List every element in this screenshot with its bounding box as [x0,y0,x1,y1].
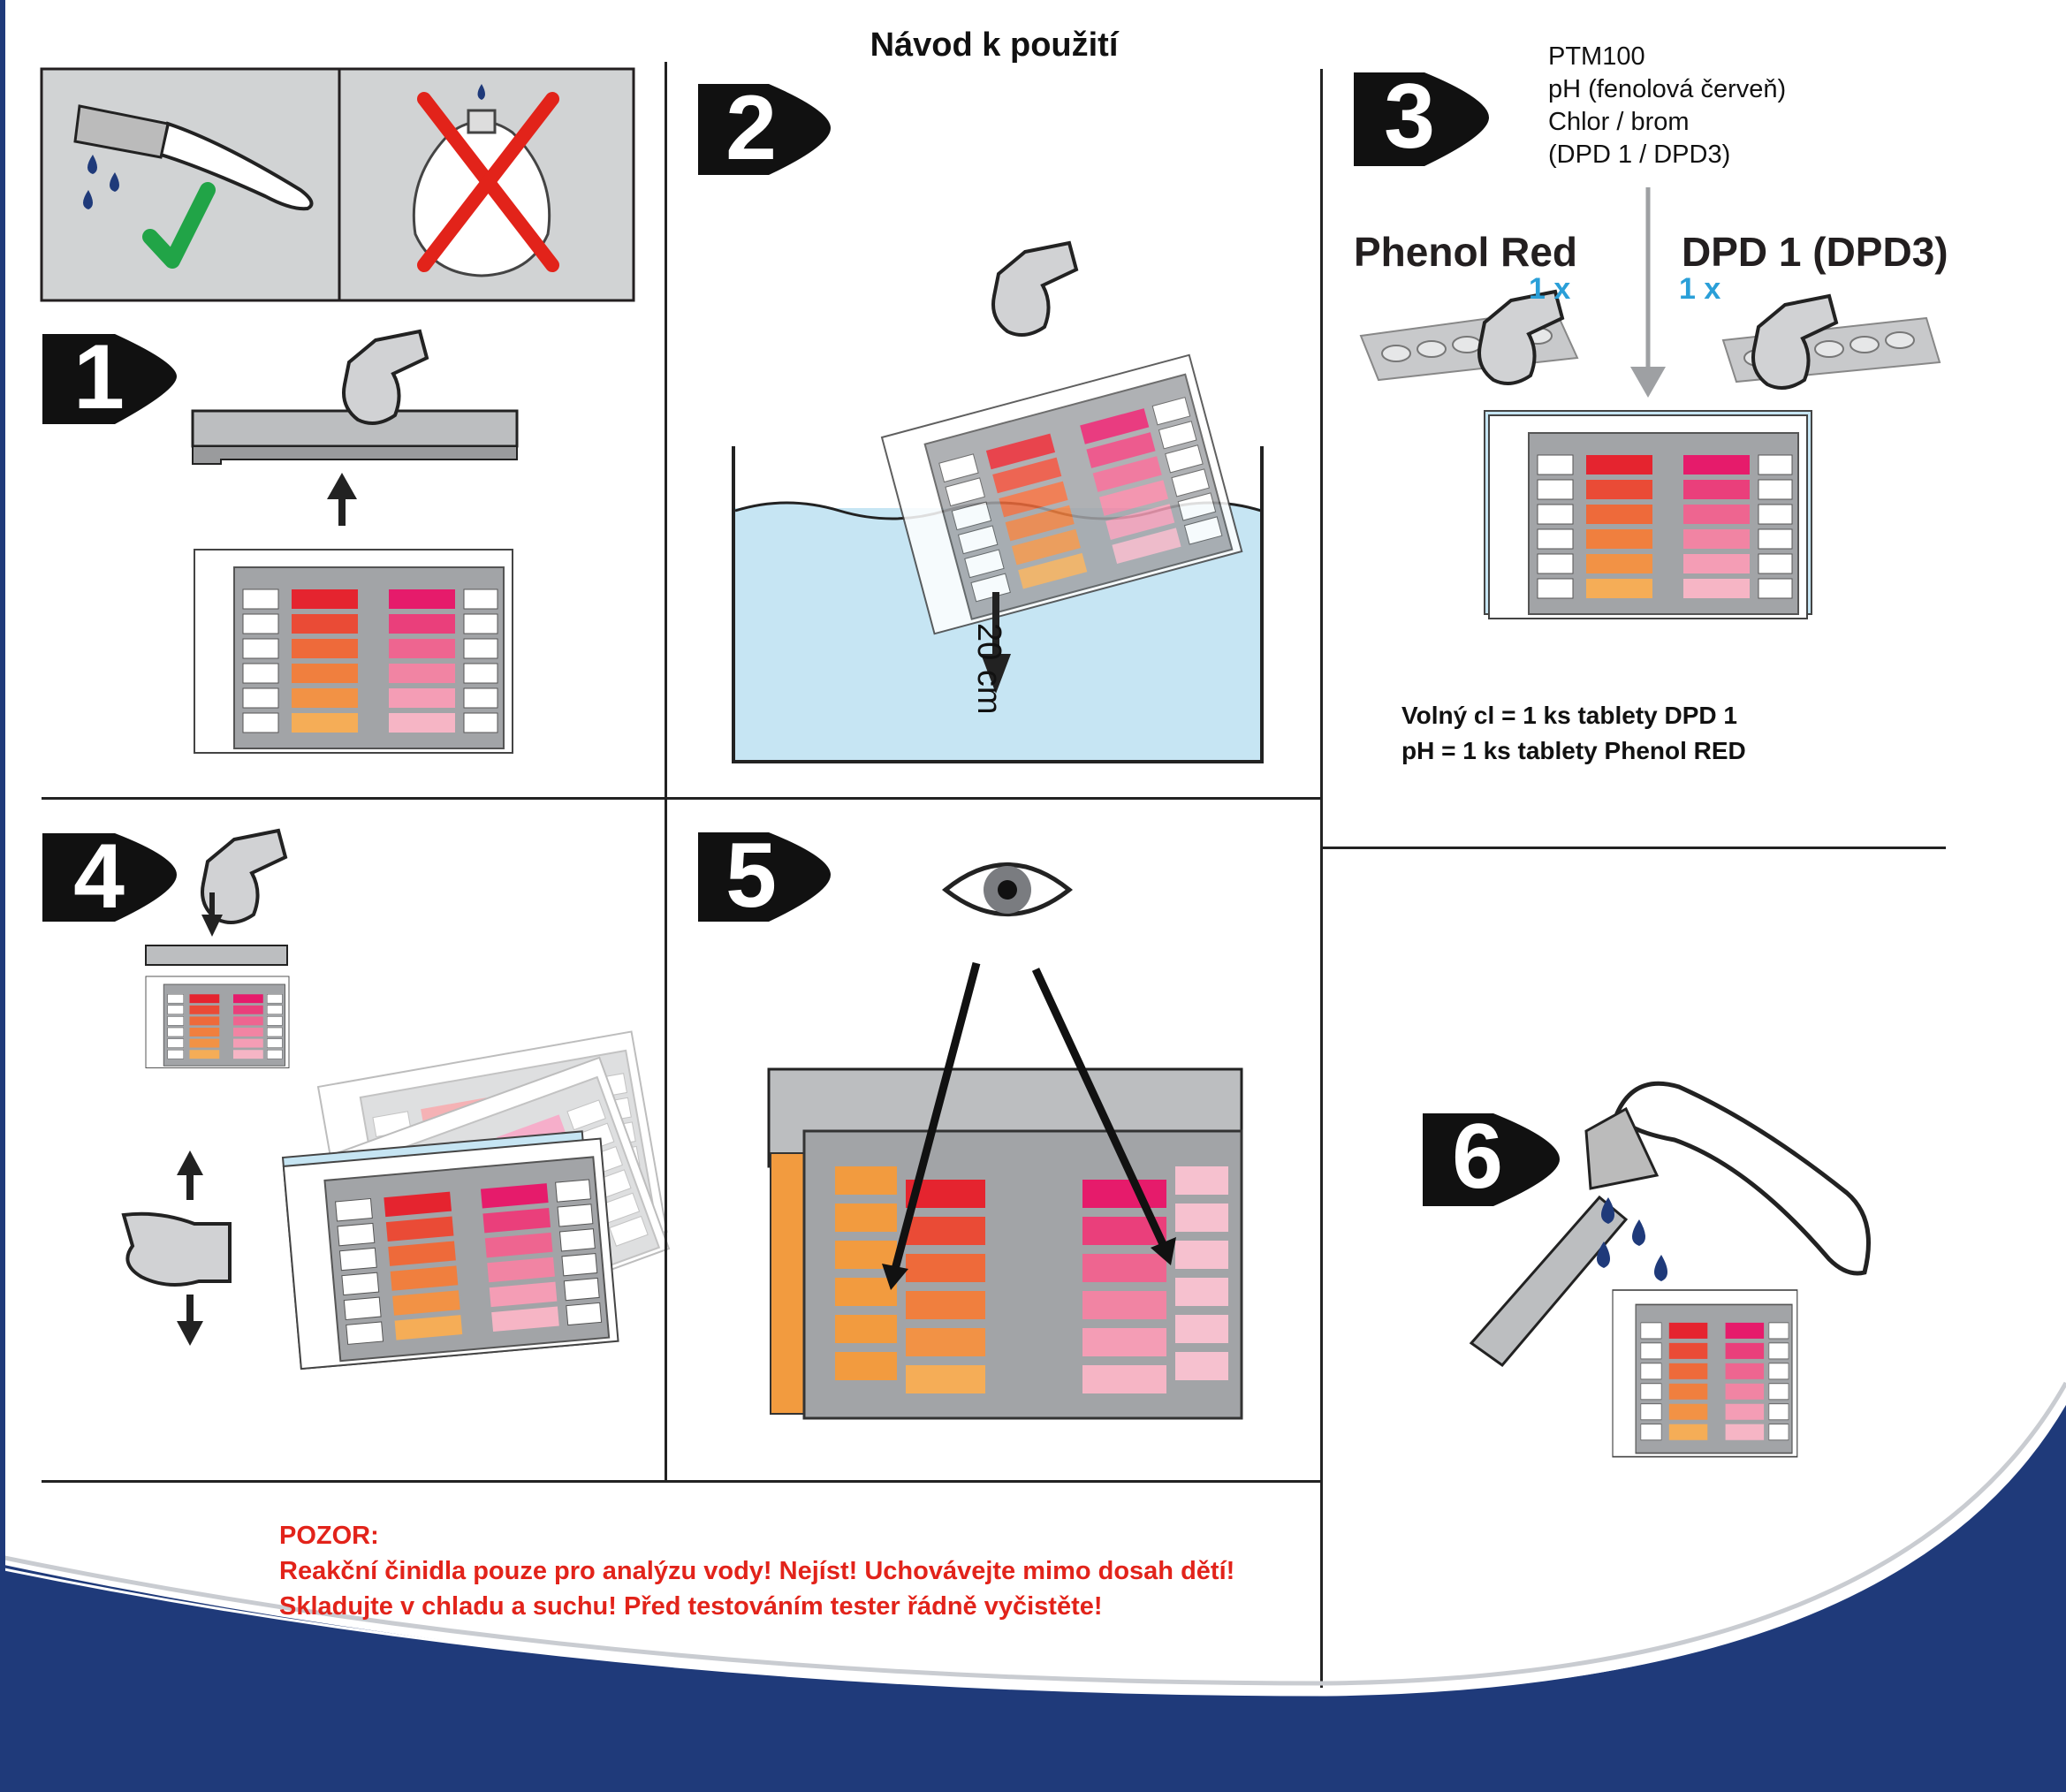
step-number-3: 3 [1384,65,1435,168]
model-line-ph: pH (fenolová červeň) [1548,75,1787,103]
tester-box [145,976,290,1068]
dpd-count: 1 x [1679,272,1721,306]
arrow-up-down-icon [177,1150,203,1346]
eye-icon [941,862,1074,916]
tablet-note-ph: pH = 1 ks tablety Phenol RED [1401,737,1746,764]
cross-icon [417,92,559,272]
page-title: Návod k použití [870,27,1119,64]
phenol-red-count: 1 x [1529,272,1571,306]
step-number-5: 5 [725,824,777,927]
step4-panel [121,829,670,1371]
phenol-red-label: Phenol Red [1354,229,1578,275]
step5-panel [767,862,1243,1420]
step-badge-3 [1354,72,1489,166]
step2-panel [732,241,1264,763]
tester-box [1612,1289,1798,1458]
grid-lines [42,62,1946,1688]
model-info: PTM100 pH (fenolová červeň) Chlor / brom… [1548,41,1786,171]
tester-lid [191,409,519,465]
step-badge-5 [698,832,831,922]
step-badge-6 [1423,1113,1560,1206]
water-drops-icon [1597,1197,1667,1281]
tester-box [1484,410,1812,619]
step-number-1: 1 [73,326,125,429]
warning-heading: POZOR: [279,1522,379,1550]
dpd-label: DPD 1 (DPD3) [1682,229,1948,275]
check-icon [142,182,216,269]
tester-box [281,1130,619,1371]
tablet-note: Volný cl = 1 ks tablety DPD 1 pH = 1 ks … [1401,698,1746,769]
step1-panel [40,67,635,754]
tester-box [194,549,513,754]
brush-icon [1584,1081,1871,1276]
tablet-note-chlorine: Volný cl = 1 ks tablety DPD 1 [1401,702,1737,729]
model-line-chlorine: Chlor / brom [1548,108,1690,136]
hand-icon [201,829,287,924]
arrow-down-icon [981,592,1011,694]
water-drops-icon [83,155,119,209]
immersion-depth-label: 20 cm [970,623,1007,715]
step-badge-1 [42,334,177,424]
model-name: PTM100 [1548,42,1645,71]
tester-box [802,1129,1243,1420]
tester-lid [1469,1195,1629,1368]
shake-hand-icon [121,1211,232,1287]
step-number-2: 2 [725,77,777,179]
step6-panel [1469,1081,1871,1458]
warning-line-2: Skladujte v chladu a suchu! Před testová… [279,1592,1103,1621]
warning-block: POZOR: Reakční činidla pouze pro analýzu… [279,1518,1234,1624]
step-badge-2 [698,84,831,175]
warning-line-1: Reakční činidla pouze pro analýzu vody! … [279,1557,1235,1585]
step-badge-4 [42,833,177,922]
arrow-up-icon [327,473,357,526]
arrow-look-icon [890,961,1167,1274]
step-number-4: 4 [73,825,125,928]
brush-icon [73,104,314,211]
hand-icon [991,241,1078,337]
step3-panel [1359,187,1941,619]
model-line-dpd: (DPD 1 / DPD3) [1548,140,1731,169]
step-number-6: 6 [1452,1105,1503,1208]
hand-icon [342,330,429,425]
